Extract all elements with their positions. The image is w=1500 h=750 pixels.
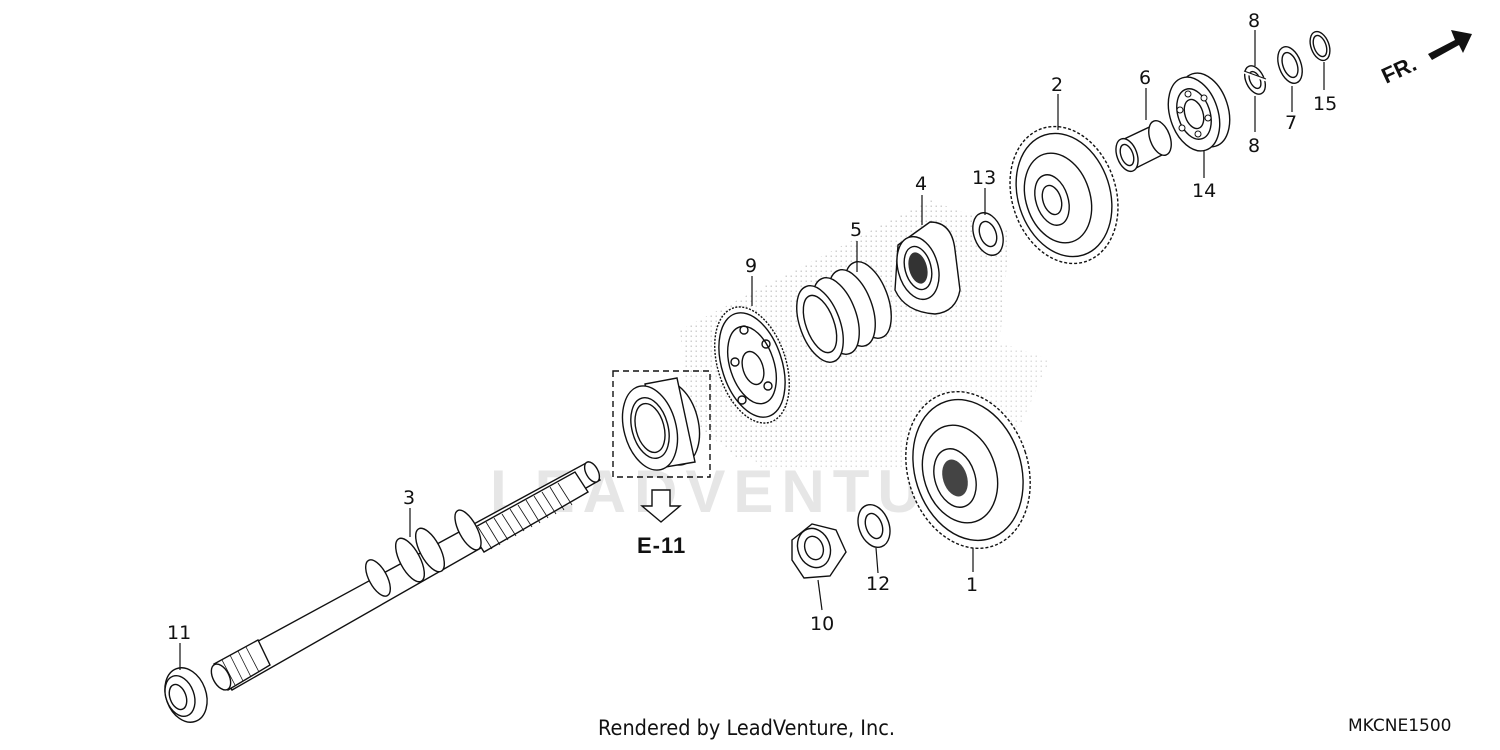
reference-label[interactable]: E-11: [637, 533, 686, 558]
callout-3[interactable]: 3: [403, 487, 415, 509]
part-2-gear: [1009, 125, 1119, 265]
callout-9[interactable]: 9: [745, 255, 757, 277]
callout-2[interactable]: 2: [1051, 74, 1063, 96]
bearing-ref-group: [612, 370, 711, 478]
part-12-washer: [857, 503, 891, 549]
part-7-washer: [1277, 46, 1303, 84]
callout-15[interactable]: 15: [1313, 93, 1337, 115]
front-label: FR.: [1378, 51, 1421, 89]
part-9-gear: [714, 306, 790, 424]
callout-labels: 1 2 3 4 5 6 7 8 8 9 10 11 12 13 14 15: [167, 10, 1337, 644]
callout-6[interactable]: 6: [1139, 67, 1151, 89]
callout-1[interactable]: 1: [966, 574, 978, 596]
front-arrow-icon: [1428, 30, 1472, 60]
callout-8-bottom[interactable]: 8: [1248, 135, 1260, 157]
callout-7[interactable]: 7: [1285, 112, 1297, 134]
credit-text: Rendered by LeadVenture, Inc.: [598, 716, 895, 740]
part-10-nut: [791, 523, 847, 579]
callout-4[interactable]: 4: [915, 173, 927, 195]
part-13-washer: [972, 212, 1004, 256]
callout-14[interactable]: 14: [1192, 180, 1216, 202]
front-direction-indicator: FR.: [1378, 30, 1472, 89]
part-1-gear: [905, 390, 1031, 550]
part-3-shaft: [210, 461, 601, 691]
part-4-cam: [894, 221, 961, 315]
part-14-bearing: [1167, 72, 1231, 152]
reference-arrow-icon: [640, 489, 682, 523]
callout-10[interactable]: 10: [810, 613, 834, 635]
callout-12[interactable]: 12: [866, 573, 890, 595]
callout-5[interactable]: 5: [850, 219, 862, 241]
callout-11[interactable]: 11: [167, 622, 191, 644]
callout-13[interactable]: 13: [972, 167, 996, 189]
part-11-nut: [164, 667, 208, 723]
callout-8-top[interactable]: 8: [1248, 10, 1260, 32]
part-8-collars: [1243, 65, 1267, 95]
part-15-circlip: [1309, 30, 1331, 62]
part-5-spring: [796, 261, 892, 363]
leader-lines: [179, 30, 1325, 670]
diagram-code: MKCNE1500: [1348, 716, 1452, 736]
part-6-collar: [1115, 120, 1172, 173]
